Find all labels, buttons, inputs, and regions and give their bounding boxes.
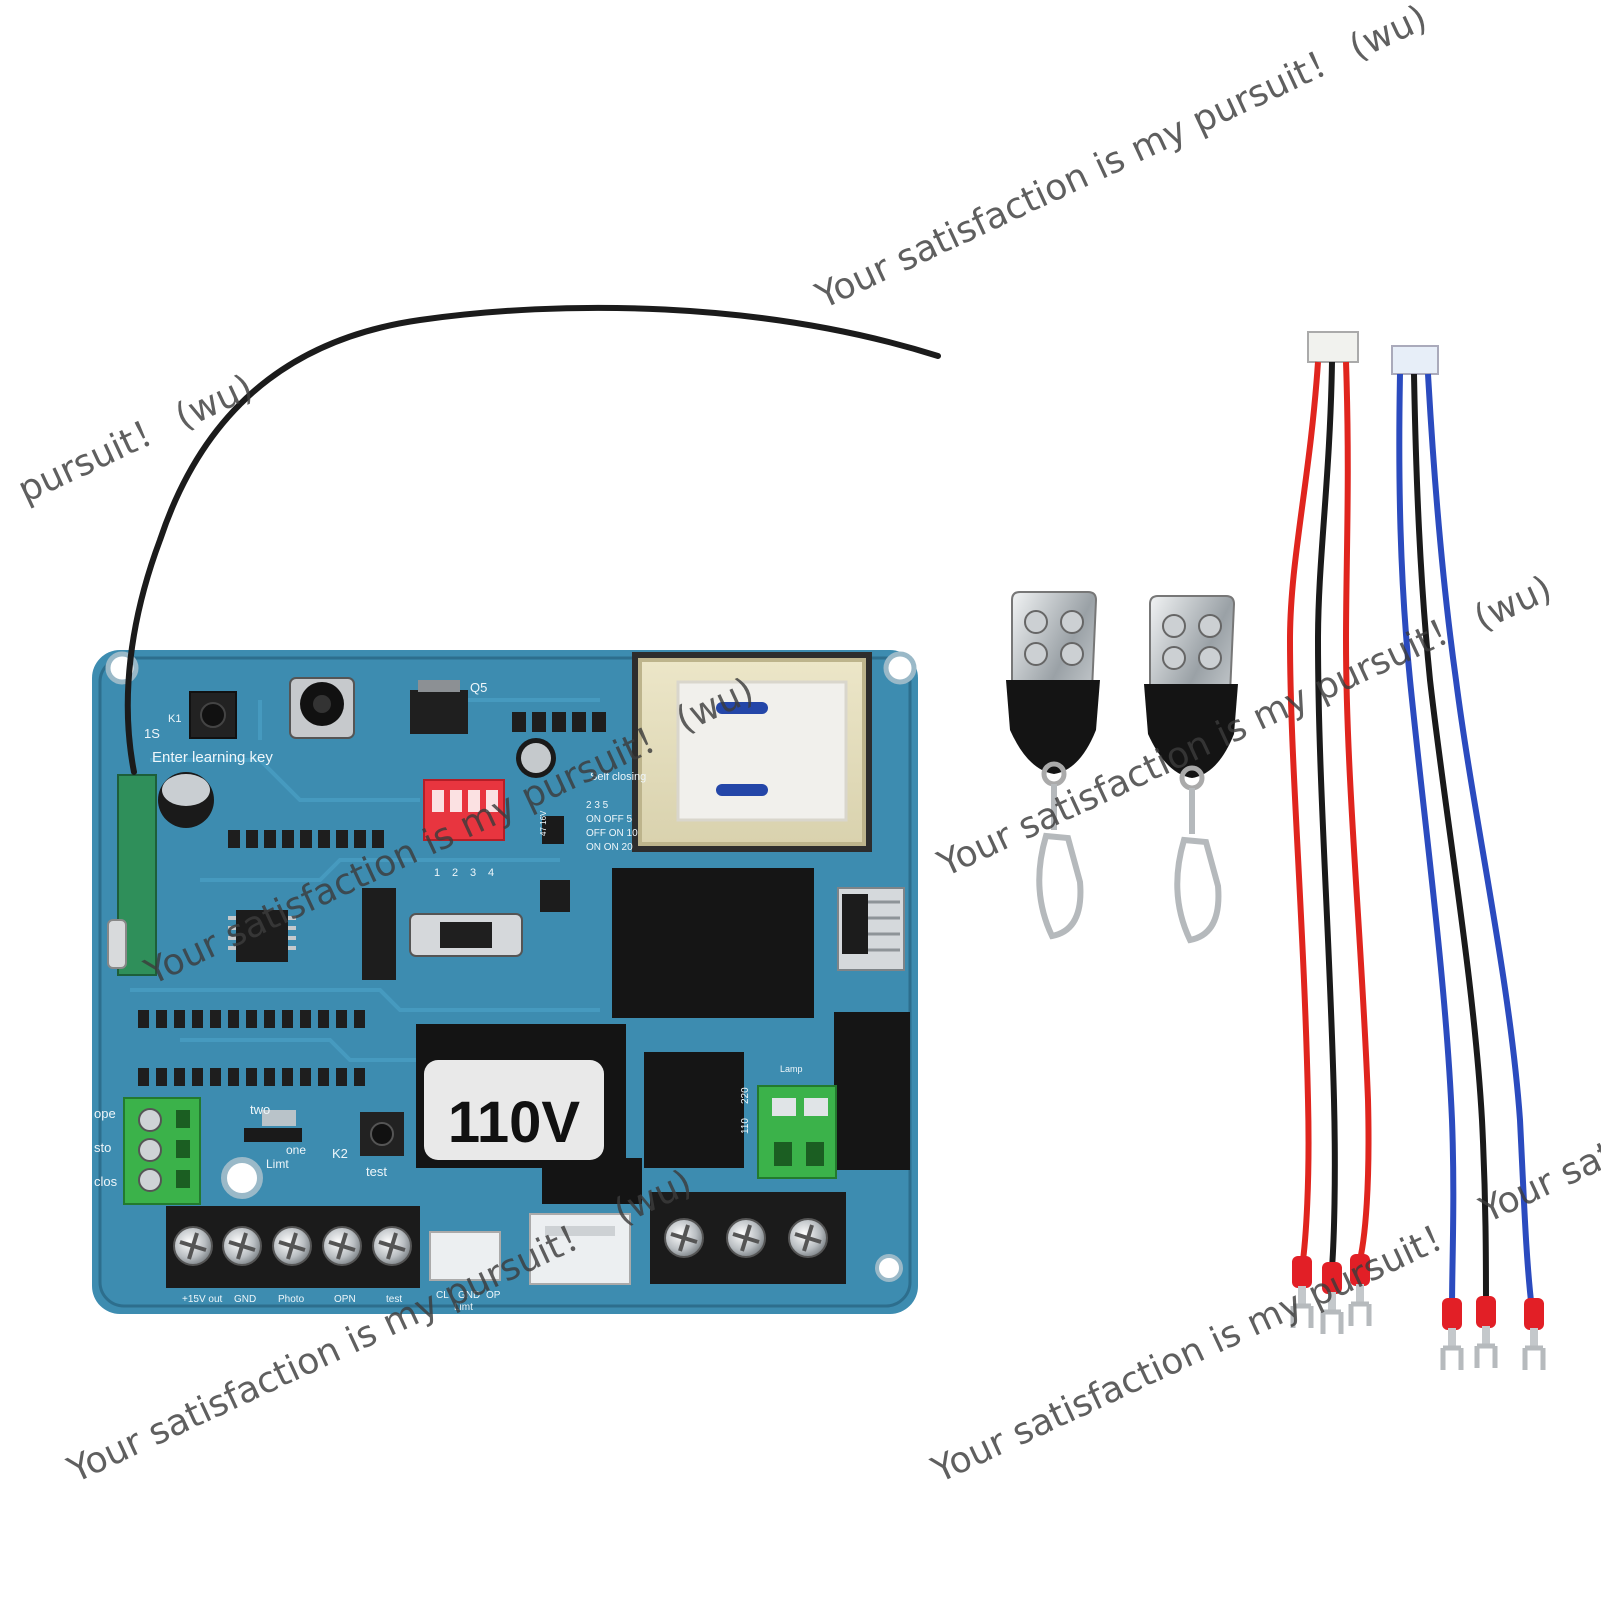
self-closing-row: 2 3 5 [586, 800, 609, 811]
white-connector [529, 1213, 631, 1285]
control-board: 110V [92, 650, 918, 1314]
terminal-label: OP [486, 1290, 501, 1301]
screw-terminal-strip-right [650, 1192, 846, 1284]
terminal-label: OPN [334, 1294, 356, 1305]
screw-terminal-strip-left [166, 1206, 420, 1288]
microcontroller-chip [236, 910, 288, 962]
wire-harness-left [1286, 331, 1370, 1334]
terminal-label: +15V out [182, 1294, 223, 1305]
self-closing-row: ON OFF 5 [586, 814, 633, 825]
side-terminal-label: ope [94, 1106, 116, 1121]
side-terminal-label: clos [94, 1174, 118, 1189]
k1-label: K1 [168, 713, 181, 725]
wire-harness-right [1391, 345, 1544, 1370]
one-label: one [286, 1143, 306, 1157]
side-terminal-block [123, 1097, 201, 1205]
limt-label: Limt [266, 1157, 289, 1171]
dip-number: 1 [434, 867, 440, 879]
terminal-label: GND [458, 1290, 480, 1301]
mounting-hole [883, 651, 917, 685]
terminal-label: GND [234, 1294, 256, 1305]
dip-number: 2 [452, 867, 458, 879]
power-label: 220 [740, 1087, 751, 1104]
capacitor-label: 47 16V [539, 810, 548, 836]
power-terminal-block [757, 1085, 837, 1179]
dip-number: 4 [488, 867, 494, 879]
q5-label: Q5 [470, 680, 487, 695]
dip-number: 3 [470, 867, 476, 879]
terminal-label: Photo [278, 1294, 305, 1305]
relay [834, 1012, 910, 1170]
side-terminal-label: sto [94, 1140, 111, 1155]
heatsink [837, 887, 905, 971]
terminal-label: CL [436, 1290, 449, 1301]
antenna-wire [124, 304, 941, 775]
lamp-label: Lamp [780, 1064, 803, 1074]
remote-control-left [1006, 591, 1100, 940]
self-closing-row: OFF ON 10 [586, 828, 638, 839]
transformer [632, 652, 872, 852]
s1-label: 1S [144, 726, 160, 741]
limit-connector [429, 1231, 501, 1281]
terminal-label: test [386, 1294, 402, 1305]
test-label: test [366, 1164, 387, 1179]
remote-control-right [1144, 595, 1238, 944]
voltage-sticker [424, 1060, 604, 1160]
terminal-sub-label: Limt [454, 1302, 473, 1313]
two-label: two [250, 1102, 270, 1117]
relay [644, 1052, 744, 1168]
voltage-label: 110V [448, 1090, 581, 1155]
k2-label: K2 [332, 1146, 348, 1161]
relay [612, 868, 814, 1018]
self-closing-title: Self closing [590, 771, 646, 783]
self-closing-row: ON ON 20 [586, 842, 633, 853]
enter-learning-key-label: Enter learning key [152, 749, 273, 766]
mounting-hole [875, 1254, 903, 1282]
power-label: 110 [740, 1118, 751, 1134]
mounting-hole [221, 1157, 263, 1199]
